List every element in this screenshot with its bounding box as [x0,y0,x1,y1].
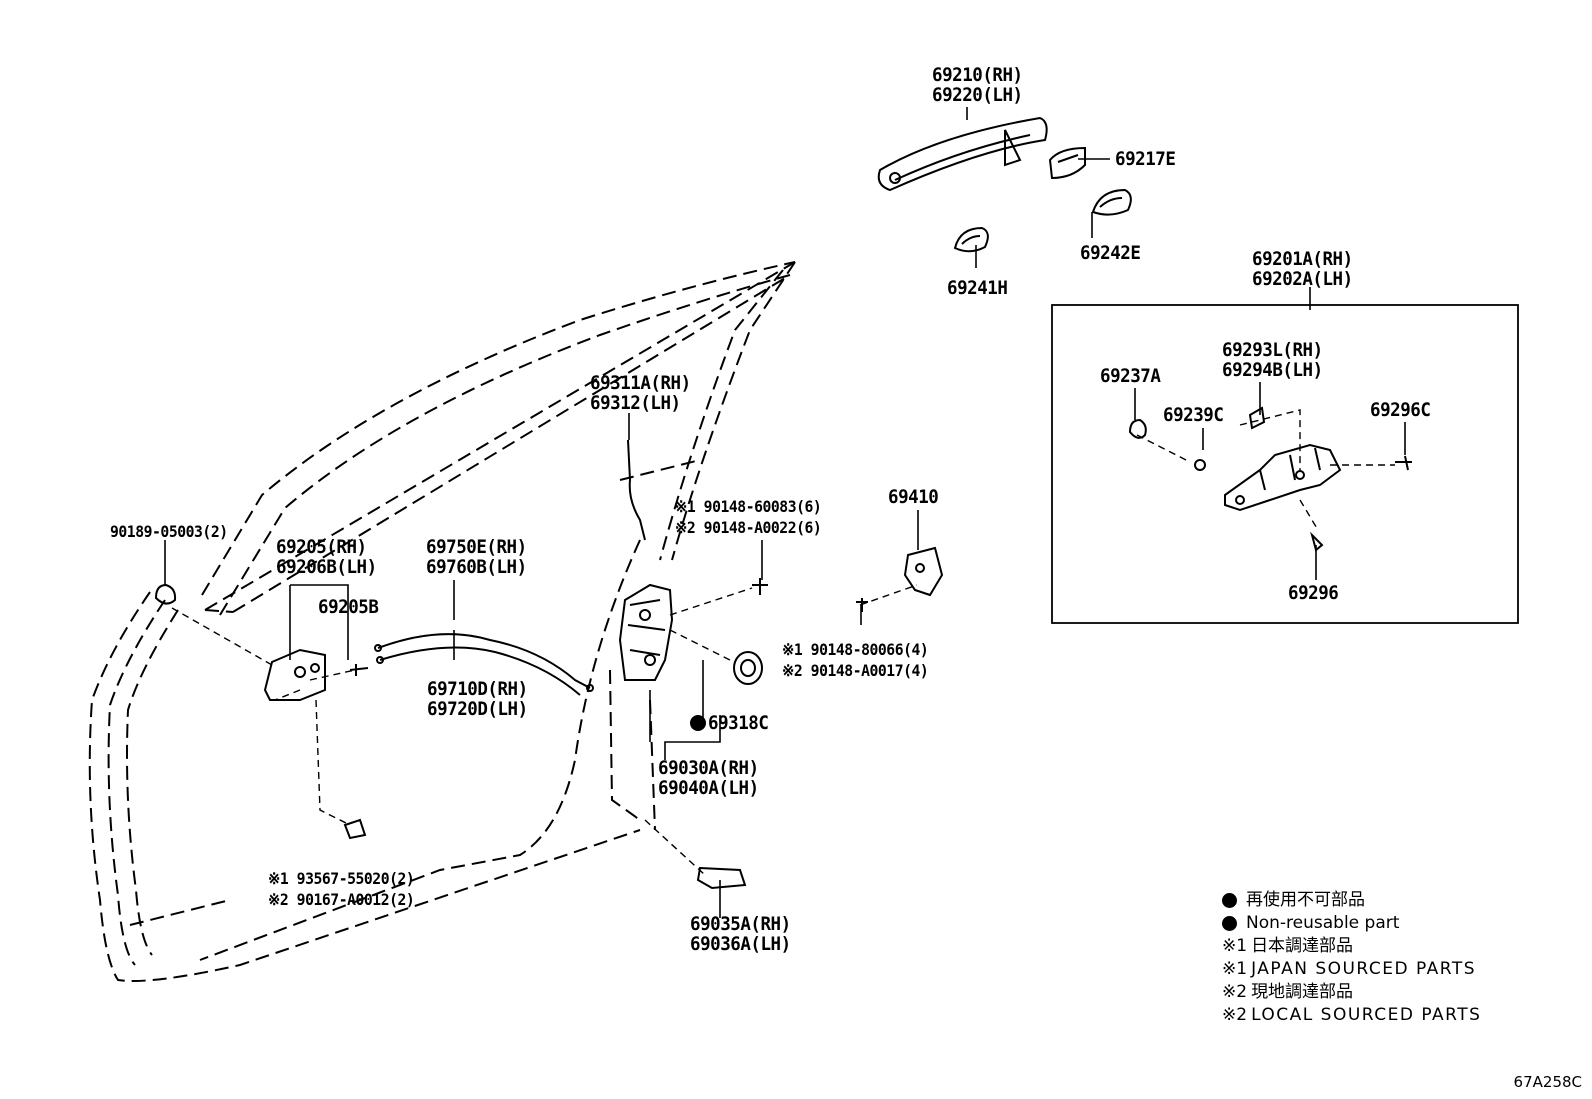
label-69311A: 69311A(RH)69312(LH) [590,372,691,414]
label-69242E: 69242E [1080,242,1141,264]
label-69318C: 69318C [708,712,769,734]
outside-handle [877,116,1048,192]
inside-handle-screw [349,664,369,676]
legend-non-reusable-jp: 再使用不可部品 [1222,889,1481,912]
door-striker [903,546,944,597]
inside-handle [263,648,326,701]
assembly-box [1051,304,1519,624]
label-69410: 69410 [888,486,939,508]
label-69035A: 69035A(RH)69036A(LH) [690,913,791,955]
frame-clip [1248,406,1266,430]
handle-pad-front [1091,188,1132,216]
lock-cables [374,633,594,696]
label-90148-80066: ※1 90148-80066(4)※2 90148-A0017(4) [782,640,929,680]
door-lock-assembly [618,583,674,681]
handle-cap [1048,146,1086,180]
legend-non-reusable-en: Non-reusable part [1222,912,1481,935]
lower-screw [343,818,367,840]
label-90189: 90189-05003(2) [110,522,228,541]
door-outline [88,261,796,982]
non-reusable-mark [690,715,706,731]
lock-rod [627,439,646,541]
label-69239C: 69239C [1163,404,1224,426]
frame-bolt [1128,418,1147,439]
connection-lines [171,409,1395,876]
label-69241H: 69241H [947,277,1008,299]
label-93567: ※1 93567-55020(2)※2 90167-A0012(2) [268,869,415,909]
handle-frame [1224,443,1342,512]
handle-pad-rear [953,226,989,253]
label-69205B: 69205B [318,596,379,618]
leader-lines [164,107,1406,918]
lock-cover [696,866,747,890]
lock-screw [752,578,768,595]
lock-seal-ring [733,651,763,685]
label-69296C: 69296C [1370,399,1431,421]
diagram-code: 67A258C [1513,1073,1582,1091]
label-69296: 69296 [1288,582,1339,604]
label-69750E: 69750E(RH)69760B(LH) [426,536,527,578]
door-clip [154,583,177,605]
striker-screw [856,598,868,612]
label-69201A: 69201A(RH)69202A(LH) [1252,248,1353,290]
frame-screw-right [1395,455,1412,471]
label-69210: 69210(RH)69220(LH) [932,64,1023,106]
label-69237A: 69237A [1100,365,1161,387]
dot-icon [1222,916,1237,931]
label-69217E: 69217E [1115,148,1176,170]
label-69293L: 69293L(RH)69294B(LH) [1222,339,1323,381]
label-90148-60083: ※1 90148-60083(6)※2 90148-A0022(6) [675,497,822,537]
label-69205: 69205(RH)69206B(LH) [276,536,377,578]
frame-cap [1194,459,1206,471]
label-69710D: 69710D(RH)69720D(LH) [427,678,528,720]
dot-icon [1222,893,1237,908]
frame-screw-bottom [1310,531,1324,552]
label-69030A: 69030A(RH)69040A(LH) [658,757,759,799]
